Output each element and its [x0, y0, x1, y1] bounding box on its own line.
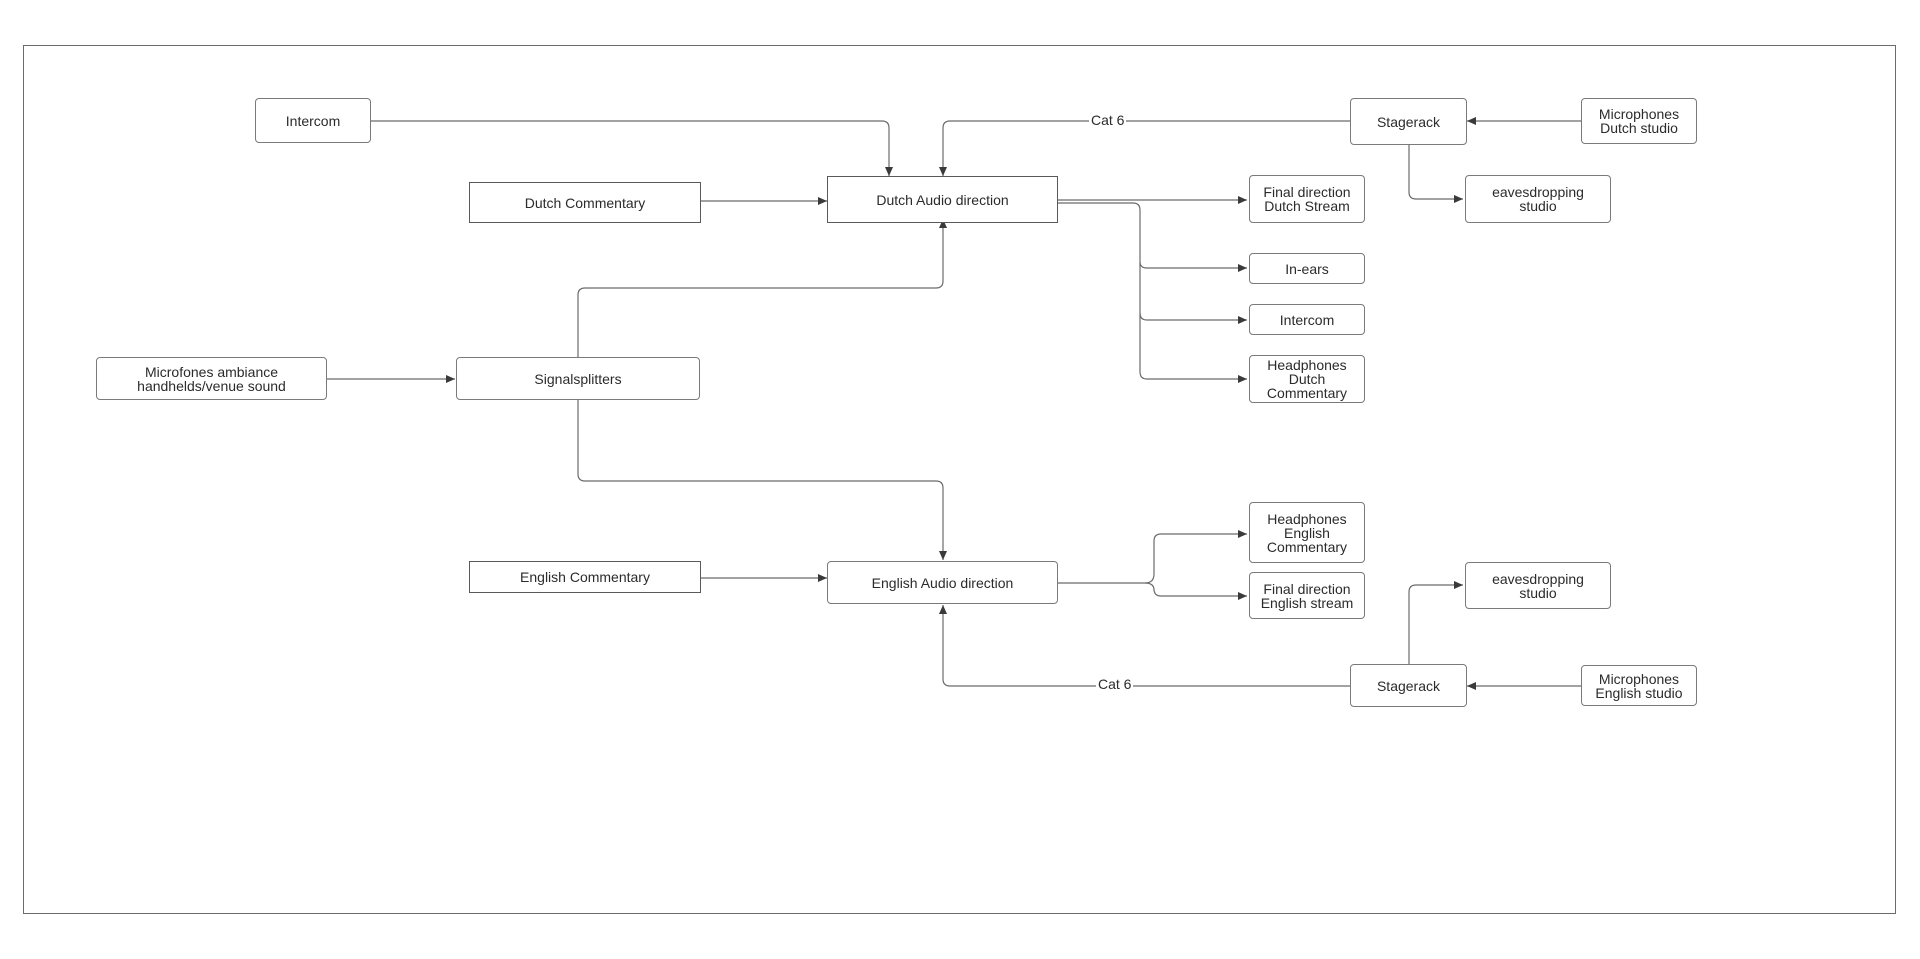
- edge-dutch-audio-to-intercom: [1139, 262, 1247, 324]
- node-microphones-dutch-studio: Microphones Dutch studio: [1581, 98, 1697, 144]
- node-headphones-english-commentary: Headphones English Commentary: [1249, 502, 1365, 563]
- node-intercom-top: Intercom: [255, 98, 371, 143]
- node-signalsplitters: Signalsplitters: [456, 357, 700, 400]
- node-final-direction-english-stream: Final direction English stream: [1249, 572, 1365, 619]
- edge-stagerack-top-to-dutch-audio: [939, 120, 1350, 176]
- edge-english-audio-to-headphones-english: [1058, 530, 1247, 584]
- edge-dutch-audio-to-in-ears: [1058, 202, 1247, 272]
- node-english-audio-direction: English Audio direction: [827, 561, 1058, 604]
- edge-stagerack-bottom-to-english-audio: [939, 605, 1350, 687]
- edge-signalsplitters-to-english-audio: [577, 400, 947, 560]
- node-stagerack-top: Stagerack: [1350, 98, 1467, 145]
- node-dutch-commentary: Dutch Commentary: [469, 182, 701, 223]
- node-final-direction-dutch-stream: Final direction Dutch Stream: [1249, 175, 1365, 223]
- node-eavesdropping-studio-top: eavesdropping studio: [1465, 175, 1611, 223]
- node-dutch-audio-direction: Dutch Audio direction: [827, 176, 1058, 223]
- node-in-ears: In-ears: [1249, 253, 1365, 284]
- edge-dutch-audio-to-headphones-dutch: [1139, 313, 1247, 383]
- node-headphones-dutch-commentary: Headphones Dutch Commentary: [1249, 355, 1365, 403]
- node-eavesdropping-studio-bottom: eavesdropping studio: [1465, 562, 1611, 609]
- edge-label-cat6-top: Cat 6: [1089, 112, 1127, 128]
- node-microphones-english-studio: Microphones English studio: [1581, 665, 1697, 706]
- edge-stagerack-bottom-to-eavesdropping: [1408, 581, 1463, 664]
- diagram-canvas-frame: [23, 45, 1896, 914]
- edge-intercom-to-dutch-audio: [371, 120, 893, 176]
- node-stagerack-bottom: Stagerack: [1350, 664, 1467, 707]
- node-english-commentary: English Commentary: [469, 561, 701, 593]
- edge-signalsplitters-to-dutch-audio: [577, 219, 947, 358]
- edge-stagerack-top-to-eavesdropping: [1408, 145, 1463, 203]
- edge-english-audio-to-final-english: [1144, 582, 1247, 600]
- node-intercom-right: Intercom: [1249, 304, 1365, 335]
- edge-label-cat6-bottom: Cat 6: [1096, 676, 1134, 692]
- node-microfones-ambiance: Microfones ambiance handhelds/venue soun…: [96, 357, 327, 400]
